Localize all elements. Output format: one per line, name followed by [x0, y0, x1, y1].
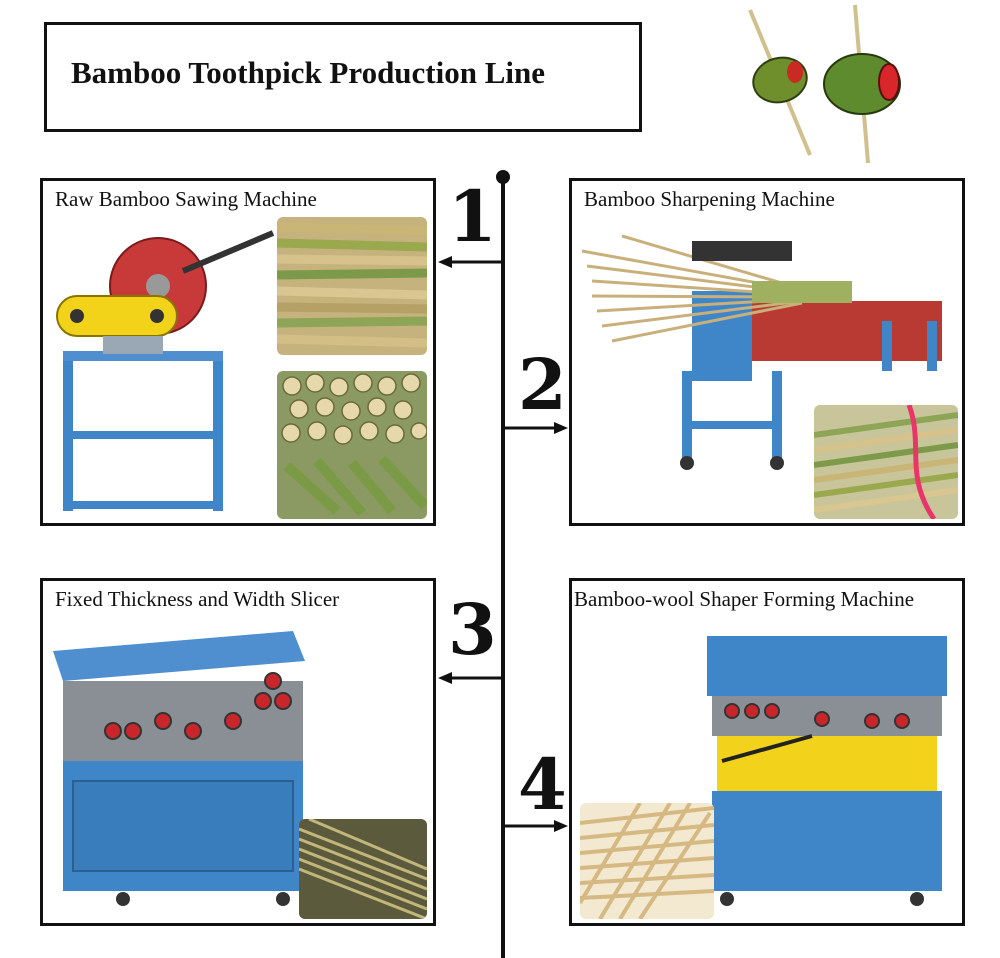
sharpening-machine-illustration — [581, 234, 942, 470]
sawing-machine-illustration — [56, 230, 275, 511]
title-box: Bamboo Toothpick Production Line — [44, 22, 642, 132]
cut-bamboo-photo — [277, 371, 427, 519]
finished-sticks-photo — [580, 803, 714, 919]
forming-machine-illustration — [707, 636, 947, 906]
step-label-3: Fixed Thickness and Width Slicer — [55, 587, 340, 611]
step-panel-4: Bamboo-wool Shaper Forming Machine — [569, 578, 965, 926]
step-panel-3: Fixed Thickness and Width Slicer — [40, 578, 436, 926]
sharpened-bamboo-photo — [814, 405, 958, 519]
step-number-4: 4 — [518, 743, 567, 826]
step-number-1: 1 — [448, 175, 497, 258]
step-label-1: Raw Bamboo Sawing Machine — [55, 187, 317, 211]
olive-toothpick-icon — [748, 4, 901, 164]
page-title: Bamboo Toothpick Production Line — [71, 55, 546, 90]
step-number-3: 3 — [448, 588, 497, 671]
step-label-2: Bamboo Sharpening Machine — [584, 187, 835, 211]
step-panel-2: Bamboo Sharpening Machine — [569, 178, 965, 526]
sliced-bamboo-photo — [299, 819, 427, 919]
step-label-4: Bamboo-wool Shaper Forming Machine — [574, 587, 915, 611]
arrow-step-3 — [438, 672, 503, 684]
step-panel-1: Raw Bamboo Sawing Machine — [40, 178, 436, 526]
raw-bamboo-photo — [277, 217, 427, 355]
step-number-2: 2 — [518, 343, 567, 426]
slicer-machine-illustration — [53, 631, 305, 906]
